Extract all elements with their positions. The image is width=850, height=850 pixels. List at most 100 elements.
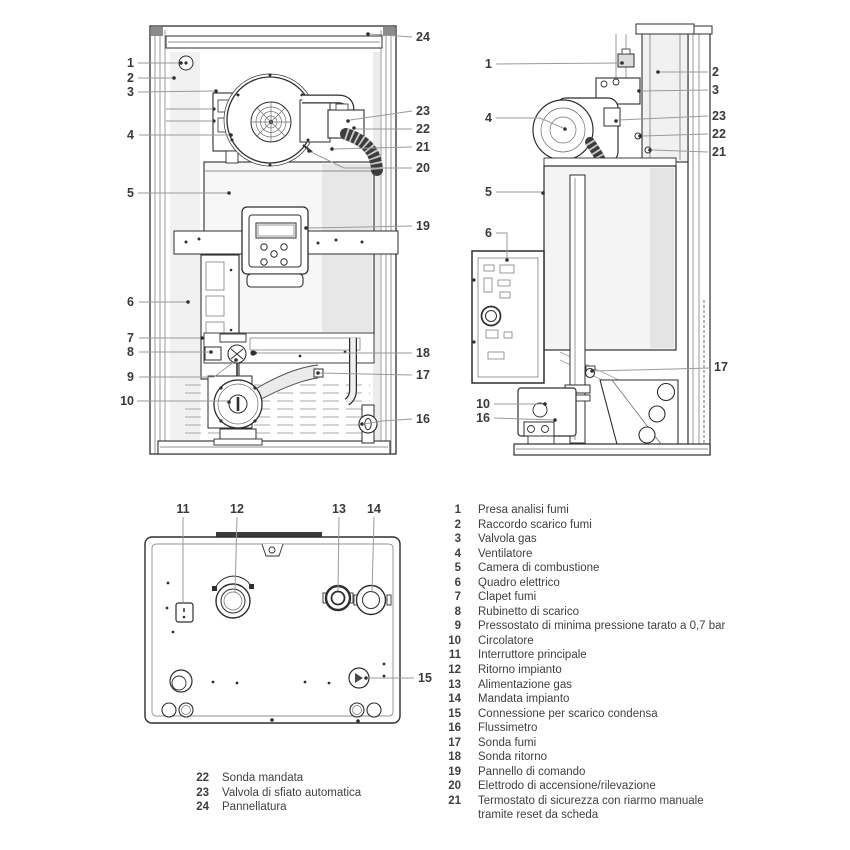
callout-number: 16 <box>476 411 490 425</box>
side-view-callouts: 1 4 5 6 10 16 2 3 23 22 21 17 <box>476 57 728 425</box>
legend-number: 6 <box>454 576 461 589</box>
rivet-dots <box>165 581 386 723</box>
base-panel <box>157 440 391 455</box>
legend-label: Flussimetro <box>478 722 538 735</box>
callout-number: 13 <box>332 502 346 516</box>
legend-item: 16 Flussimetro <box>447 721 845 736</box>
callout-number: 8 <box>127 345 134 359</box>
legend-label: Interruttore principale <box>478 649 587 662</box>
legend-item: 14 Mandata impianto <box>447 692 845 707</box>
callout-number: 3 <box>127 85 134 99</box>
legend-item: 20 Elettrodo di accensione/rilevazione <box>447 779 845 794</box>
callout-number: 19 <box>416 219 430 233</box>
drain-cock-assembly <box>204 333 256 376</box>
callout-number: 12 <box>230 502 244 516</box>
callout-number: 1 <box>127 56 134 70</box>
legend-number: 22 <box>196 772 209 784</box>
callout-number: 15 <box>418 671 432 685</box>
legend-item: 23 Valvola di sfiato automatica <box>193 786 493 801</box>
legend-label: Termostato di sicurezza con riarmo manua… <box>478 794 704 807</box>
bottom-view-callouts: 11 12 13 14 15 <box>176 502 432 685</box>
callout-number: 14 <box>367 502 381 516</box>
legend-number: 8 <box>454 605 461 618</box>
callout-number: 16 <box>416 412 430 426</box>
callout-number: 10 <box>476 397 490 411</box>
legend-label: Sonda mandata <box>222 772 304 784</box>
callout-number: 6 <box>485 226 492 240</box>
legend-number: 24 <box>196 801 209 814</box>
legend-label: Pannellatura <box>222 801 287 814</box>
control-panel <box>241 206 309 288</box>
front-view-callouts: 1 2 3 4 5 6 7 8 9 10 24 23 22 21 20 19 1… <box>120 30 430 426</box>
parts-legend-bottom: 22 Sonda mandata 23 Valvola di sfiato auto… <box>193 771 493 815</box>
callout-number: 3 <box>712 83 719 97</box>
legend-label: Connessione per scarico condensa <box>478 707 658 720</box>
pump-side <box>517 387 577 446</box>
return-connection <box>212 575 254 619</box>
legend-number: 15 <box>448 707 461 720</box>
panel-button <box>260 243 268 251</box>
legend-number: 3 <box>454 533 461 546</box>
callout-number: 7 <box>127 331 134 345</box>
legend-label: Quadro elettrico <box>478 576 560 589</box>
legend-number: 14 <box>448 693 461 706</box>
flue-duct-side <box>635 23 695 163</box>
bottom-view-leaders <box>182 516 414 680</box>
callout-number: 2 <box>712 65 719 79</box>
legend-number: 13 <box>448 678 461 691</box>
legend-label-line2: tramite reset da scheda <box>478 809 599 822</box>
callout-number: 20 <box>416 161 430 175</box>
corrugated-hose-front <box>340 128 383 176</box>
fan-front <box>223 73 331 167</box>
legend-label: Ventilatore <box>478 547 533 560</box>
legend-label: Mandata impianto <box>478 693 570 706</box>
legend-number: 7 <box>454 591 461 604</box>
legend-number: 16 <box>448 722 461 735</box>
legend-number: 5 <box>454 562 461 575</box>
wall-bracket <box>216 532 322 537</box>
callout-number: 5 <box>485 185 492 199</box>
callout-number: 21 <box>416 140 430 154</box>
fan-side <box>532 97 652 163</box>
electric-panel-side <box>471 250 545 384</box>
legend-label: Valvola gas <box>478 533 537 546</box>
front-view-leaders <box>137 32 413 426</box>
legend-number: 20 <box>448 780 461 793</box>
legend-number: 17 <box>448 736 461 749</box>
legend-number: 4 <box>454 547 461 560</box>
legend-label: Circolatore <box>478 634 534 647</box>
legend-label: Camera di combustione <box>478 562 600 575</box>
hanging-notch <box>261 543 284 557</box>
panel-button <box>280 243 288 251</box>
front-view-drawing <box>149 25 399 455</box>
legend-number: 2 <box>454 518 461 531</box>
side-view-leaders <box>493 61 711 422</box>
legend-label: Elettrodo di accensione/rilevazione <box>478 780 656 793</box>
legend-number: 23 <box>196 786 209 799</box>
callout-number: 17 <box>714 360 728 374</box>
legend-label: Valvola di sfiato automatica <box>222 786 362 799</box>
side-frame-bracket <box>599 379 679 449</box>
legend-number: 19 <box>448 765 461 778</box>
callout-number: 10 <box>120 394 134 408</box>
legend-label: Rubinetto di scarico <box>478 605 579 618</box>
combustion-chamber-side <box>543 157 677 397</box>
callout-number: 4 <box>127 128 134 142</box>
corner-clip-right <box>383 27 395 36</box>
legend-label: Raccordo scarico fumi <box>478 518 592 531</box>
panel-button <box>260 258 268 266</box>
flow-meter-front <box>358 404 378 444</box>
callout-number: 9 <box>127 370 134 384</box>
panel-button <box>280 258 288 266</box>
